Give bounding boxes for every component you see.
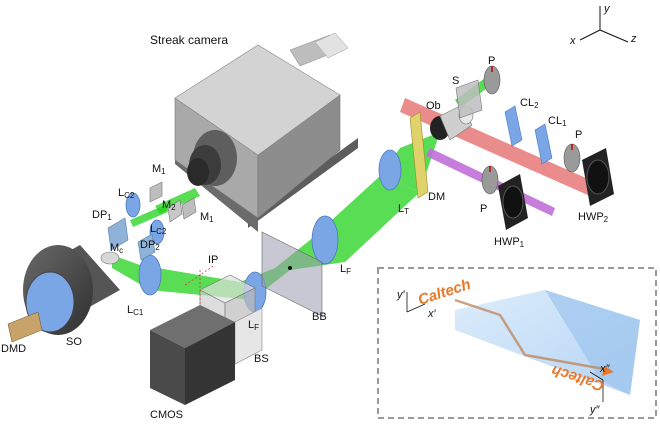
label-cl1: CL1 [548,115,567,128]
inset-x-dprime: x″ [599,363,611,375]
label-lc1: LC1 [127,304,144,317]
label-hwp1: HWP1 [494,236,525,249]
polarizer-left [481,165,499,195]
label-mc: Mc [110,242,123,255]
lens-lf-right [311,215,339,265]
label-lf-right: LF [340,263,351,276]
label-m1-bottom: M1 [200,211,214,224]
label-so: SO [66,336,82,348]
inset-y-prime: y′ [396,289,406,301]
axis-y-label: y [603,3,611,15]
inset-panel: y′ x′ Caltech y″ x″ Caltech [377,267,657,419]
dove-prism-dp2 [137,233,156,261]
label-p-top: P [488,55,495,67]
sample-s [455,79,483,119]
mirror-m1-top [149,181,163,203]
label-dp2: DP2 [140,239,160,252]
objective-so [23,245,120,335]
mirror-mc [100,251,120,265]
label-bb: BB [312,311,327,323]
dmd-chip [7,311,43,343]
polarizer-top [483,65,501,95]
polarizer-mid [563,143,581,173]
hwp2 [582,148,614,206]
label-dmd: DMD [1,343,26,355]
label-lf-bottom: LF [248,319,259,332]
label-cmos: CMOS [150,409,183,421]
axes-indicator: y x z [569,3,637,47]
label-lt: LT [398,203,409,216]
label-cl2: CL2 [520,97,539,110]
label-ip: IP [208,254,218,266]
cylindrical-lens-cl2 [504,105,523,147]
label-m1-top: M1 [152,163,166,176]
beam-block [261,231,323,317]
dove-prism-dp1 [107,217,129,251]
inset-y-dprime: y″ [589,404,601,416]
lens-lc2-top [125,192,141,218]
mirror-m1-bottom [181,197,197,220]
label-s: S [452,75,459,87]
label-streak-camera: Streak camera [150,33,228,47]
axis-x-label: x [569,35,576,47]
label-dp1: DP1 [92,209,112,222]
image-plane [184,264,216,310]
label-dm: DM [428,191,445,203]
label-lc2-top: LC2 [118,187,135,200]
mirror-m2 [167,199,183,223]
lens-lt [378,149,402,191]
inset-x-prime: x′ [427,308,437,320]
lens-lc2-bottom [149,219,165,245]
label-hwp2: HWP2 [578,211,609,224]
label-ob: Ob [426,100,441,112]
hwp1 [498,174,528,230]
label-bs: BS [254,353,269,365]
label-p-mid: P [575,129,582,141]
dichroic-mirror [409,111,429,199]
cmos-camera [150,305,235,405]
label-lc2-bottom: LC2 [150,223,167,236]
label-p-left: P [480,203,487,215]
cylindrical-lens-cl1 [534,123,553,165]
lens-lc1 [138,254,162,296]
streak-camera [174,32,358,232]
axis-z-label: z [630,33,637,45]
label-m2: M2 [162,199,176,212]
labels: Streak camera CMOS DMD SO BS BB IP DM Ob… [1,33,609,421]
